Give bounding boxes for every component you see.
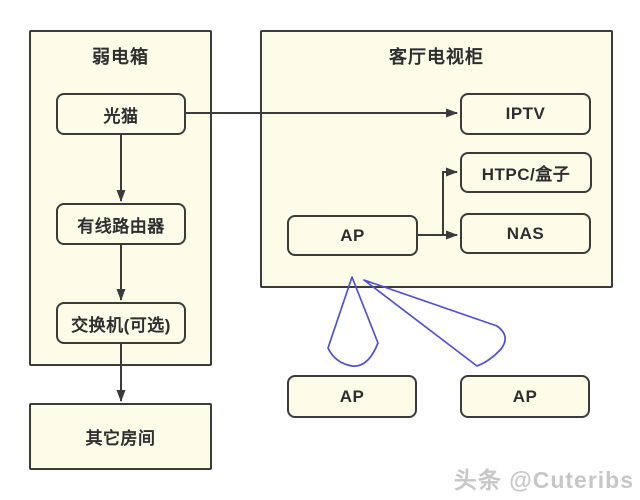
node-other-rooms: 其它房间 xyxy=(29,403,212,470)
tv-cabinet-title: 客厅电视柜 xyxy=(389,47,484,67)
weak-current-box-title: 弱电箱 xyxy=(92,47,149,67)
node-iptv: IPTV xyxy=(460,93,591,135)
node-switch-optional: 交换机(可选) xyxy=(56,302,186,344)
node-nas: NAS xyxy=(460,213,591,254)
node-htpc-box: HTPC/盒子 xyxy=(460,152,592,193)
node-optical-modem: 光猫 xyxy=(56,93,186,135)
node-ap-room-right: AP xyxy=(460,375,590,418)
node-ap-room-left: AP xyxy=(287,375,417,418)
wifi-beam-left xyxy=(327,276,379,367)
node-ap-cabinet: AP xyxy=(287,215,418,256)
node-wired-router: 有线路由器 xyxy=(56,203,186,245)
wifi-beam-right xyxy=(363,279,506,367)
watermark-text: 头条 @Cuteribs xyxy=(453,467,634,493)
